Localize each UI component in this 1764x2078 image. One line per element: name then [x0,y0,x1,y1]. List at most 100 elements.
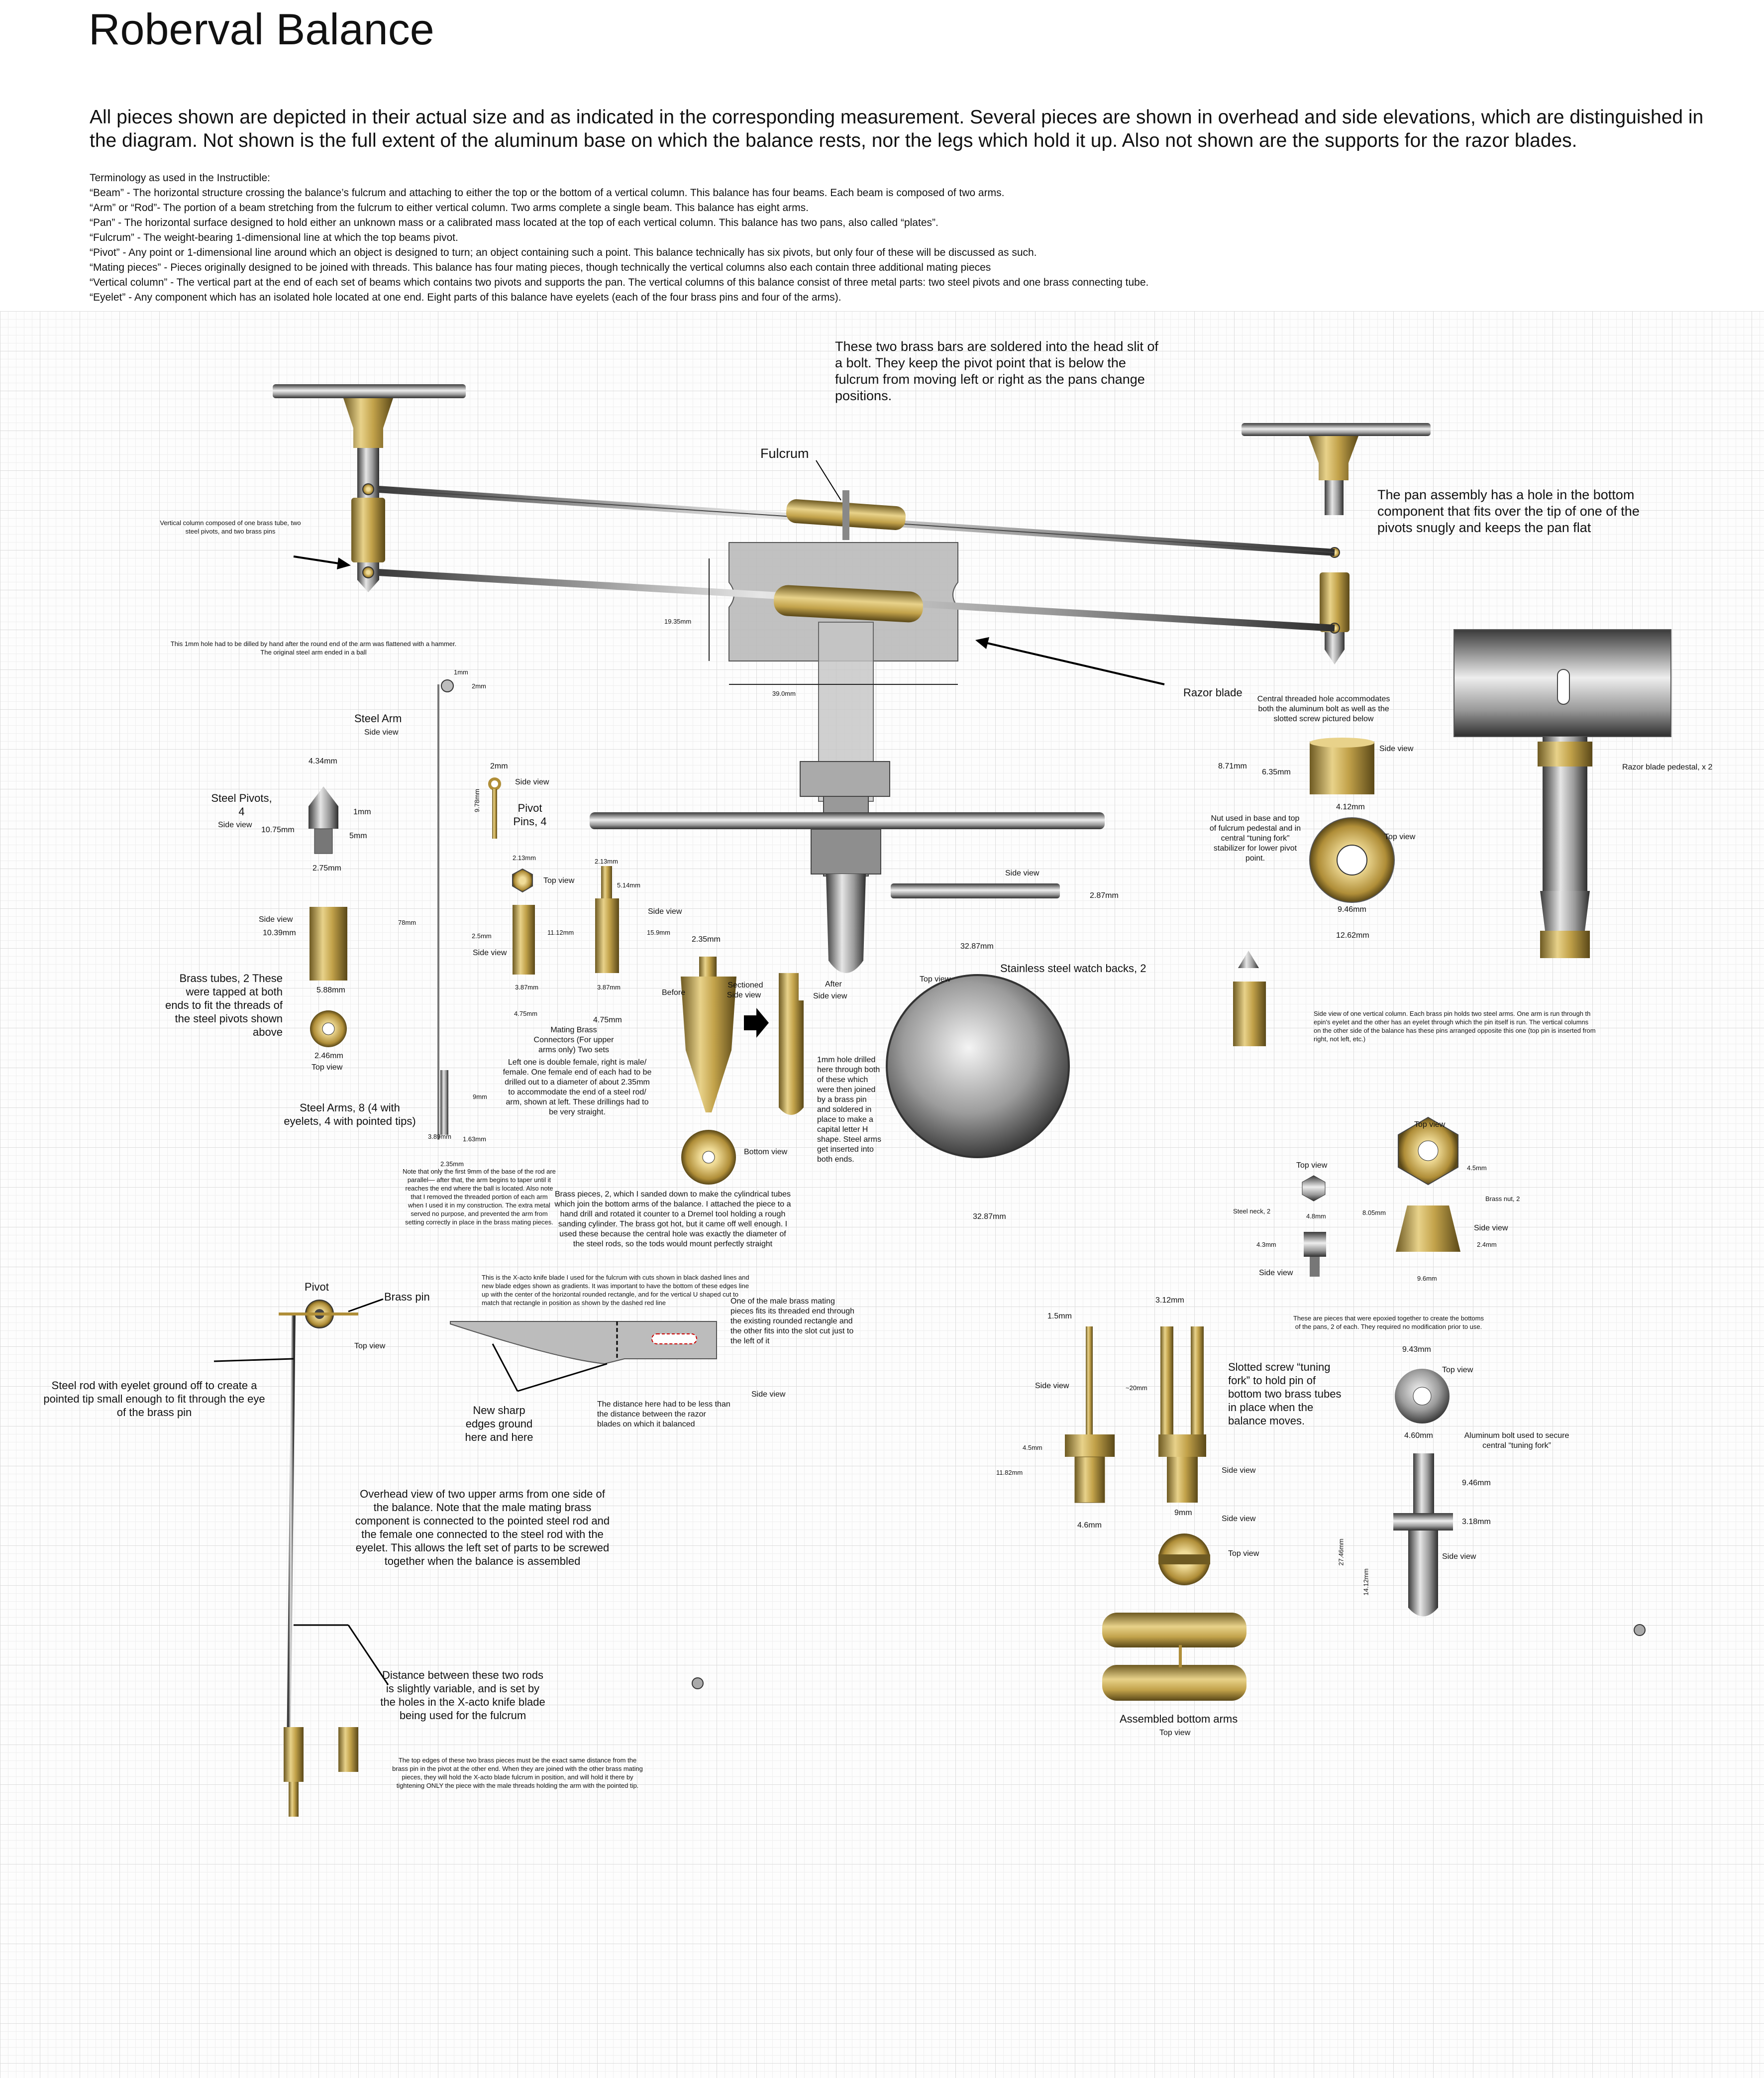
assembled-top-view: Top view [1159,1729,1191,1737]
steel-arm-base [440,1070,448,1135]
pedestal-cone [1540,891,1590,931]
razor-arrow-head [975,637,989,649]
brass-nut-top-view: Top view [1414,1120,1446,1129]
pan-assembly-note: The pan assembly has a hole in the botto… [1377,487,1640,535]
terminology-heading: Terminology as used in the Instructible: [90,172,271,184]
fork-wide-nut [1158,1434,1206,1457]
fulcrum-leader [816,460,841,501]
left-mating-thread [289,1782,299,1817]
dim-2-75: 2.75mm [312,864,341,873]
dim-1mm-b: 1mm [353,808,371,816]
dim-2-35-top: 2.35mm [692,935,721,944]
steel-neck-top [1302,1175,1326,1202]
xacto-note: This is the X-acto knife blade I used fo… [482,1274,749,1307]
left-pan-base [343,398,393,448]
term-fulcrum: “Fulcrum” - The weight-bearing 1-dimensi… [90,232,458,243]
fork-side-view-2: Side view [1222,1466,1256,1475]
dim-14-12: 14.12mm [1362,1568,1370,1596]
nut-top-hole [1337,845,1367,875]
dim-2-5: 2.5mm [472,932,492,940]
page-title: Roberval Balance [89,4,434,54]
aluminum-bolt-label: Aluminum bolt used to secure central “tu… [1464,1431,1569,1450]
brass-nut-label: Brass nut, 2 [1485,1195,1520,1203]
before-body [681,977,736,1112]
base-leg [826,874,866,973]
term-eyelet: “Eyelet” - Any component which has an is… [90,292,841,303]
brass-tube-views [310,907,347,1047]
after-side-view: Side view [813,992,847,1000]
nut-note: Nut used in base and top of fulcrum pede… [1209,814,1301,863]
dim-3-89: 3.89mm [428,1133,451,1140]
dim-9-6: 9.6mm [1417,1275,1437,1282]
dim-11-12: 11.12mm [547,929,574,936]
pin-shaft [492,789,497,839]
fork-wide-right [1191,1326,1204,1436]
connector-right-top [601,866,612,898]
rods-distance-leader [347,1625,389,1685]
dim-20mm: ~20mm [1126,1384,1147,1392]
brass-pieces-note: Brass pieces, 2, which I sanded down to … [554,1190,791,1248]
after-label: After [825,980,842,988]
brass-nut-side-view: Side view [1474,1224,1508,1232]
bottom-view-label: Bottom view [744,1148,788,1156]
dim-8-71: 8.71mm [1218,762,1247,770]
steel-neck-top-view: Top view [1296,1161,1328,1170]
steel-pivots-side-view: Side view [218,821,252,829]
brass-nut-side [1396,1205,1460,1252]
dim-4-34: 4.34mm [309,757,337,766]
razor-blade-label: Razor blade [1183,686,1243,699]
fork-thin-side [1086,1326,1093,1436]
right-column-pivot-bottom [1325,632,1345,664]
dim-6-35: 6.35mm [1262,768,1291,776]
dim-4-6: 4.6mm [1077,1521,1102,1530]
vc-tube [1233,982,1266,1046]
pedestal-top-nut [1538,742,1592,766]
right-column-tube [1320,572,1349,632]
pivot-joint-top-view [279,1300,358,1817]
pivot-tip [309,786,338,806]
connector-left-side [513,905,535,975]
bolt-side-view: Side view [1442,1552,1476,1561]
bottom-arm-eye-2 [692,1677,704,1689]
lower-mating-connector [774,585,923,623]
mating-connectors [512,866,619,975]
vertical-column-note: Vertical column composed of one brass tu… [160,519,301,535]
dim-5-14: 5.14mm [617,881,640,889]
fork-top-slot [1158,1554,1210,1564]
brass-pieces-before-after [681,957,804,1185]
brass-pin-label: Brass pin [384,1291,430,1303]
bolt-top-view: Top view [1442,1366,1473,1374]
xacto-slot [651,1333,697,1344]
steel-neck-side [1304,1232,1326,1257]
watch-side-view: Side view [1005,869,1039,877]
dim-32-87a: 32.87mm [960,942,994,951]
edges-leader-2 [517,1363,608,1392]
steel-arms-note: Steel Arms, 8 (4 with eyelets, 4 with po… [284,1101,416,1127]
fork-thin-thread [1074,1456,1105,1503]
slotted-note: Slotted screw “tuning fork” to hold pin … [1228,1361,1342,1427]
male-mating-note: One of the male brass mating pieces fits… [730,1297,855,1345]
dim-5mm: 5mm [349,832,367,840]
steel-arm-views [437,679,454,1140]
pedestal-base-nut [1540,931,1590,958]
vc-top-tip [1238,951,1259,968]
watch-backs [886,883,1070,1158]
pin-leader [348,1298,384,1312]
nut-side [1310,742,1374,794]
fork-top-view: Top view [1228,1549,1259,1558]
fork-wide-thread [1167,1457,1198,1503]
dim-5-88: 5.88mm [316,986,345,994]
lower-nut [811,829,881,875]
dim-9mm-arm: 9mm [473,1093,487,1100]
transform-arrow [744,1008,769,1038]
pivot-label: Pivot [305,1281,329,1293]
before-top [699,957,717,977]
before-bottom-hole [702,1151,715,1164]
dim-12-62: 12.62mm [1336,931,1369,940]
nut-side-top [1310,738,1374,748]
left-upper-pin [362,483,374,495]
bottom-arm-eye-1 [1634,1624,1646,1636]
left-pan [273,384,466,398]
dim-19-35: 19.35mm [664,618,692,625]
